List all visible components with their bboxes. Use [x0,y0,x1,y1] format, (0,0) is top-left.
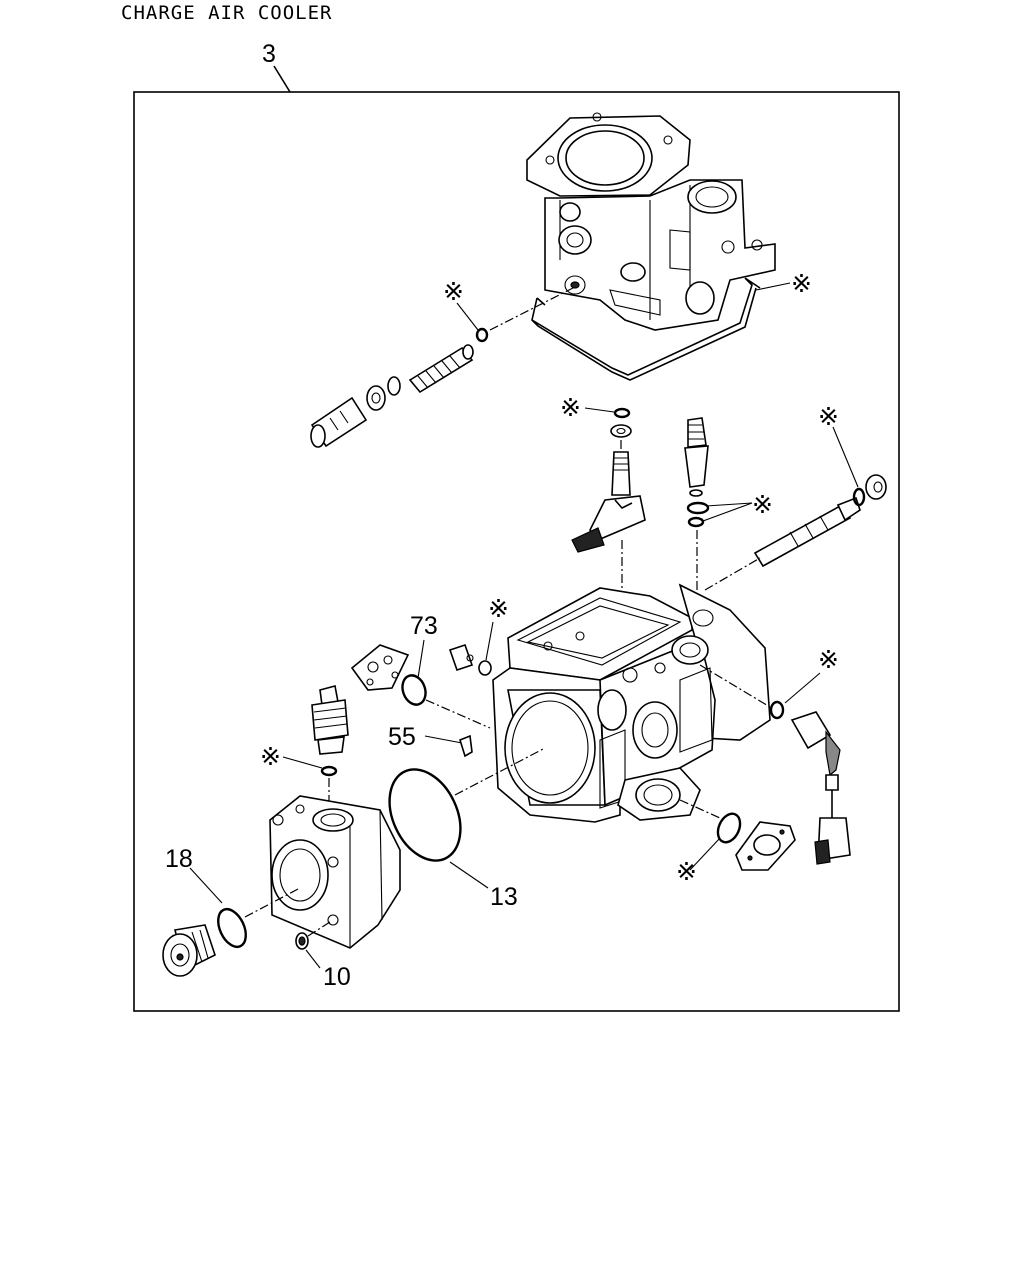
callout-55: 55 [388,723,416,751]
o-ring [716,812,742,844]
callout-10: 10 [323,963,351,991]
assembly-ref-leader [273,65,291,93]
assembly-frame [133,91,900,1012]
stud-bolt [611,451,631,496]
service-marker: ※ [260,743,281,771]
solenoid-valve [571,495,646,553]
callout-73: 73 [410,612,438,640]
o-ring-73 [401,674,427,706]
washer [689,489,703,497]
clip-55 [459,734,473,758]
cover-plate [735,821,796,871]
service-marker: ※ [752,491,773,519]
threaded-plug [162,924,216,977]
housing-gasket [531,277,761,381]
service-marker: ※ [488,595,509,623]
service-marker: ※ [560,394,581,422]
o-ring [687,516,705,528]
o-ring [475,327,489,343]
temperature-sensor [790,711,851,865]
o-ring-13 [388,768,462,862]
nut-10 [295,932,309,950]
o-ring [852,487,866,507]
spring-washer [366,385,386,411]
threaded-nipple [408,344,474,394]
assembly-ref-label: 3 [262,40,276,68]
service-marker: ※ [818,403,839,431]
long-bolt [753,496,861,568]
service-marker: ※ [676,858,697,886]
service-marker: ※ [443,278,464,306]
o-ring [320,765,338,777]
main-housing [492,583,771,823]
callout-18: 18 [165,845,193,873]
check-valve [448,643,474,672]
page-title: CHARGE AIR COOLER [121,2,333,24]
o-ring-18 [217,907,247,949]
service-marker: ※ [791,270,812,298]
o-ring [686,501,710,515]
callout-13: 13 [490,883,518,911]
valve-cap [310,396,368,448]
service-marker: ※ [818,646,839,674]
sealing-washer [610,424,632,438]
end-cover [269,795,401,949]
nut [865,474,887,500]
fuel-cut-solenoid [311,685,349,755]
o-ring [769,700,785,720]
washer [478,660,492,676]
o-ring [613,407,631,419]
upper-housing [526,112,776,331]
gasket-plate [350,644,410,691]
banjo-bolt [684,417,709,488]
washer [387,376,401,396]
